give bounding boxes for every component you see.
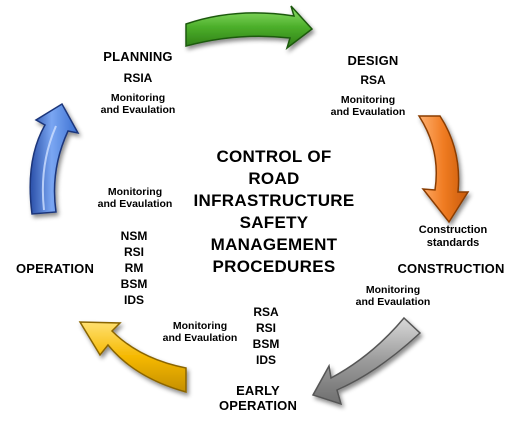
tool-item: RSI: [255, 321, 276, 335]
tool-item: RM: [124, 261, 144, 275]
phase-early-operation-label: EARLY OPERATION: [200, 383, 316, 414]
title-line: CONTROL OF: [216, 147, 332, 166]
blue-arrow-highlight: [41, 125, 57, 211]
early-operation-monitoring-label: Monitoring and Evaulation: [145, 320, 255, 344]
operation-tools-list: NSM RSI RM BSM IDS: [110, 228, 158, 308]
construction-monitoring-label: Monitoring and Evaulation: [338, 284, 448, 308]
planning-tool-label: RSIA: [123, 71, 153, 85]
monitoring-line-1: Monitoring: [107, 186, 163, 198]
standards-line-1: Construction: [418, 224, 488, 236]
design-tool-label: RSA: [360, 73, 386, 87]
title-line: INFRASTRUCTURE: [193, 191, 355, 210]
monitoring-line-1: Monitoring: [340, 94, 396, 106]
orange-arrow: [417, 115, 470, 224]
green-arrow: [185, 5, 314, 50]
tool-item: RSI: [123, 245, 144, 259]
monitoring-line-2: and Evaulation: [162, 332, 238, 345]
title-line: PROCEDURES: [212, 257, 336, 276]
diagram-title: CONTROL OF ROAD INFRASTRUCTURE SAFETY MA…: [172, 146, 376, 278]
blue-arrow: [29, 102, 80, 215]
planning-monitoring-label: Monitoring and Evaulation: [88, 92, 188, 116]
title-line: MANAGEMENT: [210, 235, 338, 254]
standards-line-2: standards: [426, 236, 480, 249]
early-operation-line-2: OPERATION: [218, 397, 298, 413]
tool-item: BSM: [120, 277, 148, 291]
monitoring-line-1: Monitoring: [365, 284, 421, 296]
phase-design-label: DESIGN: [347, 53, 399, 68]
gray-arrow: [311, 316, 422, 406]
phase-construction-label: CONSTRUCTION: [397, 261, 505, 276]
monitoring-line-2: and Evaulation: [330, 106, 406, 119]
construction-standards-label: Construction standards: [403, 224, 503, 249]
monitoring-line-1: Monitoring: [172, 320, 228, 332]
title-line: ROAD: [248, 169, 300, 188]
early-operation-line-1: EARLY: [236, 383, 280, 398]
monitoring-line-2: and Evaulation: [97, 198, 173, 211]
monitoring-line-1: Monitoring: [110, 92, 166, 104]
monitoring-line-2: and Evaulation: [100, 104, 176, 117]
yellow-arrow: [78, 321, 187, 393]
monitoring-line-2: and Evaulation: [355, 296, 431, 309]
design-monitoring-label: Monitoring and Evaulation: [313, 94, 423, 118]
operation-monitoring-label: Monitoring and Evaulation: [80, 186, 190, 210]
tool-item: RSA: [253, 305, 279, 319]
tool-item: IDS: [255, 353, 276, 367]
tool-item: IDS: [123, 293, 144, 307]
phase-operation-label: OPERATION: [15, 261, 95, 276]
phase-planning-label: PLANNING: [103, 49, 173, 64]
early-operation-tools-list: RSA RSI BSM IDS: [244, 304, 288, 368]
title-line: SAFETY: [239, 213, 309, 232]
tool-item: BSM: [252, 337, 280, 351]
tool-item: NSM: [120, 229, 148, 243]
